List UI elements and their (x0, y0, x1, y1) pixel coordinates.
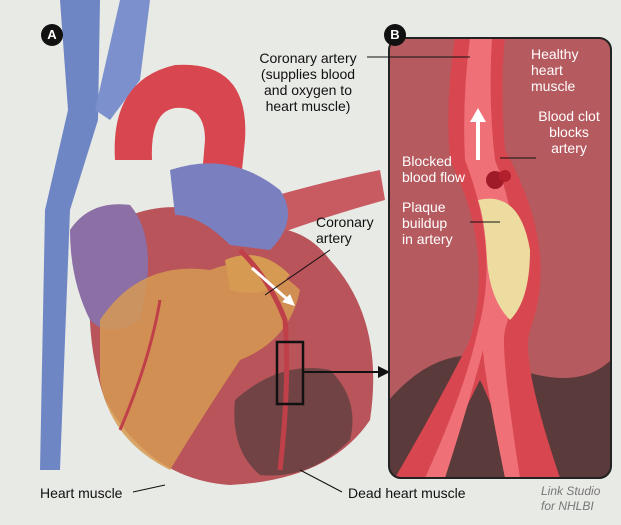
label-plaque-buildup: Plaque buildup in artery (402, 199, 453, 247)
pulmonary-trunk (170, 163, 288, 250)
label-line: (supplies blood (260, 66, 356, 82)
credit-line: for NHLBI (541, 499, 594, 513)
label-coronary-artery-supplies: Coronary artery (supplies blood and oxyg… (248, 50, 368, 114)
label-line: in artery (402, 231, 453, 247)
panel-b-border (388, 37, 612, 479)
label-line: artery (551, 140, 587, 156)
label-line: Healthy (531, 46, 579, 62)
credit-line: Link Studio (541, 484, 601, 498)
label-line: buildup (402, 215, 448, 231)
pointer-arrow (378, 366, 390, 378)
leader-line (299, 469, 343, 493)
label-line: Coronary (316, 214, 374, 230)
leader-line (132, 484, 166, 493)
credit: Link Studio for NHLBI (541, 484, 600, 514)
vena-cava (40, 0, 100, 470)
label-line: heart (531, 62, 563, 78)
label-blocked-blood-flow: Blocked blood flow (402, 153, 465, 185)
panel-a-badge: A (41, 24, 63, 46)
coronary-artery (238, 248, 290, 471)
label-line: Coronary artery (259, 50, 357, 66)
label-healthy-heart-muscle: Healthy heart muscle (531, 46, 578, 94)
label-line: artery (316, 230, 352, 246)
flow-arrow (251, 266, 289, 302)
label-coronary-artery: Coronary artery (316, 214, 374, 246)
artery-vessel (395, 38, 560, 478)
pulmonary-right (260, 170, 385, 235)
label-line: Blocked (402, 153, 452, 169)
leader-lines (132, 56, 536, 493)
label-line: Plaque (402, 199, 446, 215)
label-heart-muscle: Heart muscle (40, 485, 123, 501)
blood-clot (499, 170, 511, 182)
label-line: blocks (549, 124, 589, 140)
coronary-artery-branch (118, 299, 162, 431)
label-dead-heart-muscle: Dead heart muscle (348, 485, 466, 501)
label-line: muscle (531, 78, 576, 94)
panel-b-artery-closeup (389, 38, 611, 478)
label-blood-clot: Blood clot blocks artery (531, 108, 607, 156)
panel-b-badge: B (384, 24, 406, 46)
label-line: and oxygen to (264, 82, 352, 98)
flow-arrowhead (282, 294, 295, 306)
plaque (478, 198, 530, 320)
upper-vein (95, 0, 150, 120)
blood-flow-arrowhead (470, 108, 486, 122)
label-line: blood flow (402, 169, 466, 185)
leader-line (264, 249, 331, 296)
artery-lumen (425, 38, 520, 478)
label-line: Blood clot (538, 108, 600, 124)
dead-heart-muscle-area (234, 368, 353, 476)
fat-deposit (100, 263, 300, 470)
label-line: heart muscle) (265, 98, 351, 114)
